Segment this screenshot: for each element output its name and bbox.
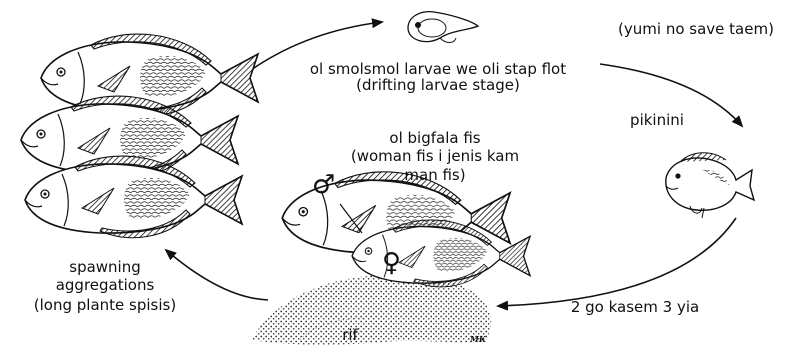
spawning-label-line1: spawning [20, 258, 190, 277]
female-symbol: ♀ [382, 250, 401, 276]
larvae-label-line2: (drifting larvae stage) [288, 76, 588, 95]
juvenile-label: pikinini [612, 111, 702, 130]
duration-label: 2 go kasem 3 yia [560, 298, 710, 317]
adult-label-line1: ol bigfala fis [360, 129, 510, 148]
unknown-period-label: (yumi no save taem) [606, 20, 786, 39]
juvenile-illustration [666, 153, 754, 218]
artist-signature: MK [470, 334, 486, 344]
larva-illustration [408, 12, 478, 43]
spawning-label-line3: (long plante spisis) [20, 296, 190, 315]
reef-label: rif [330, 326, 370, 345]
adult-label-line3: man fis) [360, 166, 510, 185]
spawning-label-line2: aggregations [20, 276, 190, 295]
adult-label-line2: (woman fis i jenis kam [330, 147, 540, 166]
arrow-to-adults [498, 218, 736, 306]
male-symbol: ♂ [312, 172, 335, 198]
